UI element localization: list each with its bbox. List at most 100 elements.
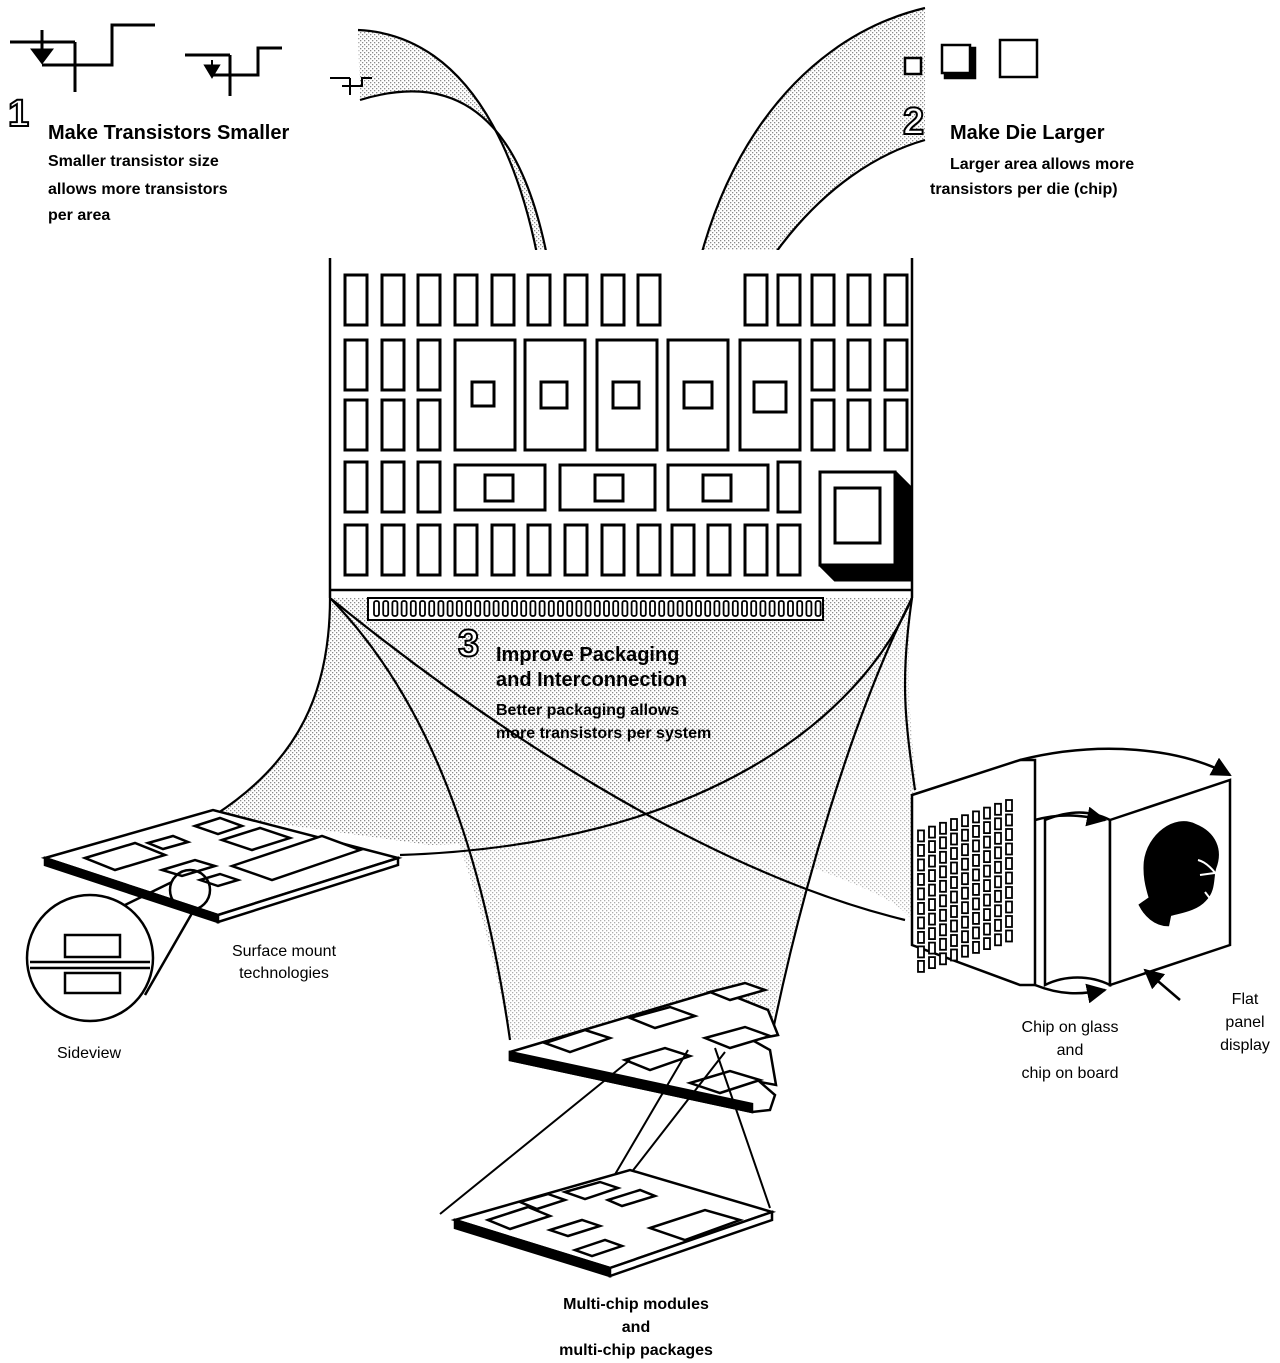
connector-pin (685, 600, 693, 617)
connector-pin (722, 600, 730, 617)
panel-chip (1005, 842, 1013, 856)
panel-chip (928, 898, 936, 911)
sideview-magnifier (25, 868, 212, 1023)
panel-chip (939, 836, 947, 850)
panel-chip (917, 960, 925, 973)
connector-pin (768, 600, 776, 617)
panel-chip (972, 941, 980, 954)
step-1-line-1: Smaller transistor size (48, 153, 219, 170)
panel-chip (950, 832, 958, 846)
panel-chip (961, 872, 969, 886)
connector-pin (382, 600, 390, 617)
panel-chip (928, 840, 936, 853)
connector-pin (676, 600, 684, 617)
die-squares (903, 38, 1039, 80)
sideview-label: Sideview (56, 1045, 122, 1062)
panel-chip (972, 868, 980, 882)
connector-pin (750, 600, 758, 617)
chip-on-glass-label-3: chip on board (1021, 1065, 1119, 1082)
panel-chip (994, 831, 1002, 845)
connector-pin (492, 600, 500, 617)
panel-chip (983, 908, 991, 921)
connector-pin (759, 600, 767, 617)
panel-chip (983, 850, 991, 863)
connector-pin (455, 600, 463, 617)
panel-chip (950, 876, 958, 889)
circuit-board (328, 250, 914, 621)
panel-chip (961, 843, 969, 857)
panel-chip (994, 889, 1002, 903)
panel-chip (928, 825, 936, 839)
chip-on-glass-label-2: and (1056, 1042, 1084, 1059)
panel-chip (950, 847, 958, 860)
connector-pin (538, 600, 546, 617)
panel-chip (994, 904, 1002, 918)
panel-chip (950, 818, 958, 831)
panel-chip (994, 918, 1002, 932)
connector-pin (446, 600, 454, 617)
panel-chip (939, 937, 947, 951)
panel-chip (1005, 813, 1013, 827)
panel-chip (939, 850, 947, 864)
connector-pin (501, 600, 509, 617)
panel-chip (950, 919, 958, 933)
connector-pin (731, 600, 739, 617)
connector-pin (419, 600, 426, 617)
transistor-small-icon (330, 77, 372, 95)
panel-chip (1005, 915, 1013, 928)
connector-pin (529, 600, 537, 617)
panel-chip (1005, 900, 1013, 914)
step-3-line-2: more transistors per system (496, 725, 712, 742)
curve-mcm-left (329, 597, 512, 1041)
panel-chip (994, 817, 1002, 831)
step-2-line-1: Larger area allows more (950, 156, 1135, 173)
panel-chip (939, 865, 947, 879)
transistor-medium-icon (185, 46, 282, 96)
curve-smt-left (214, 597, 332, 816)
panel-chip (1005, 799, 1013, 812)
flat-panel-label-2: panel (1225, 1014, 1265, 1031)
step-3-line-1: Better packaging allows (496, 702, 680, 719)
connector-pin (658, 600, 666, 617)
step-3-number: 3 (457, 623, 480, 665)
panel-chip (972, 810, 980, 824)
multichip-label-2: and (621, 1319, 651, 1336)
panel-chip (972, 897, 980, 911)
die-small-icon (903, 56, 923, 76)
projection-lines (214, 6, 926, 1041)
surface-mount-label-1: Surface mount (231, 943, 337, 960)
panel-chip (961, 944, 969, 958)
multi-chip-package (450, 1168, 777, 1278)
connector-pin (612, 600, 620, 617)
curve-display-left (329, 597, 906, 922)
panel-chip (961, 814, 969, 828)
connector-pin (704, 600, 712, 617)
curve-display-top (903, 597, 917, 791)
step-1-line-3: per area (48, 207, 111, 224)
panel-chip (928, 941, 936, 955)
panel-chip (928, 956, 936, 969)
panel-chip (939, 821, 947, 835)
die-large-icon (998, 38, 1039, 79)
panel-chip (961, 915, 969, 929)
connector-pin (593, 600, 601, 617)
die-medium-icon (940, 43, 972, 75)
panel-chip (950, 948, 958, 962)
panel-chip (917, 873, 925, 886)
connector-pin (373, 600, 380, 617)
connector-pin (639, 600, 647, 617)
surface-mount-board (40, 808, 403, 924)
panel-chip (972, 926, 980, 940)
connector-pin (805, 600, 813, 617)
step-3-heading-line-2: and Interconnection (496, 669, 688, 691)
panel-chip (917, 931, 925, 944)
connector-pin (474, 600, 482, 617)
panel-chip (939, 894, 947, 908)
connector-pin (483, 600, 491, 617)
panel-chip (928, 854, 936, 868)
curve-smt-right (399, 597, 914, 857)
panel-chip (994, 875, 1002, 889)
panel-chip (928, 912, 936, 926)
zoom-cone-display (580, 598, 920, 918)
panel-chip (917, 844, 925, 857)
